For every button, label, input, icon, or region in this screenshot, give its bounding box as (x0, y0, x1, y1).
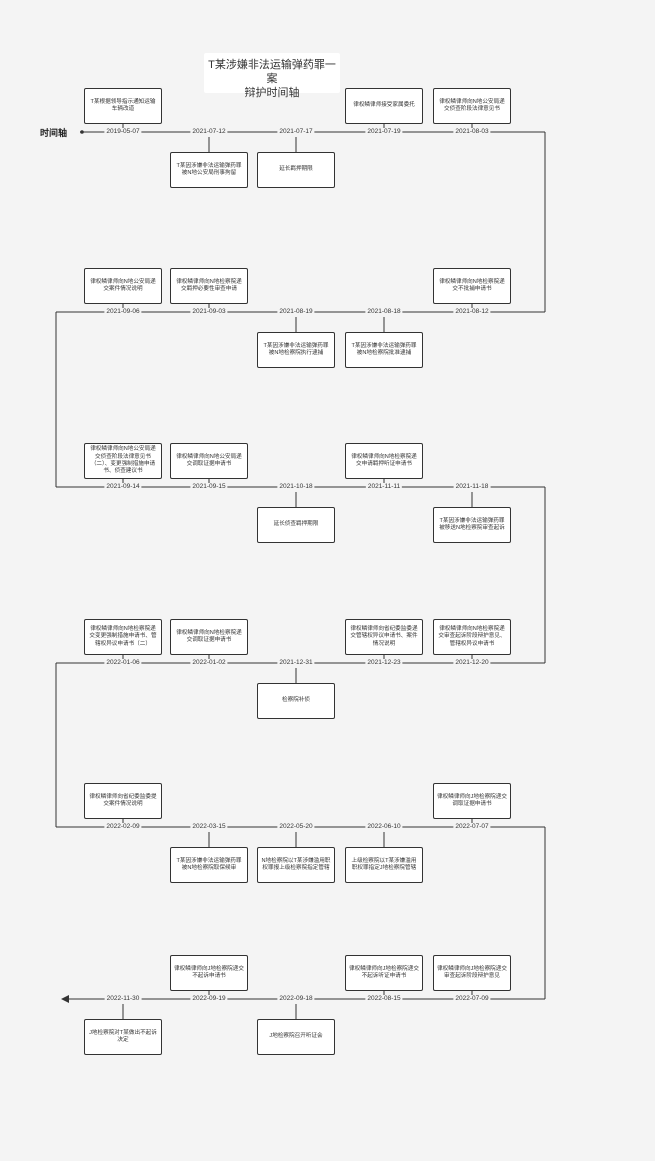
event-box-above: 律权鳞律师向N地检察院递交羁押必要性审查申请 (170, 268, 248, 304)
event-box-below: 延长羁押期限 (257, 152, 335, 188)
timeline-date: 2022-03-15 (190, 822, 228, 830)
timeline-date: 2021-08-19 (277, 307, 315, 315)
event-box-below: T某因涉嫌非法运输弹药罪被N地检察院批准逮捕 (345, 332, 423, 368)
event-box-above: 律权鳞律师向N地检察院递交申请羁押听证申请书 (345, 443, 423, 479)
event-box-below: 上级检察院以T某涉嫌滥用职权罪指定J地检察院管辖 (345, 847, 423, 883)
timeline-date: 2022-06-10 (365, 822, 403, 830)
timeline-date: 2021-07-19 (365, 127, 403, 135)
event-box-above: 律权鳞律师向省纪委监委提交案件情况说明 (84, 783, 162, 819)
timeline-date: 2022-05-20 (277, 822, 315, 830)
timeline-date: 2021-09-14 (104, 482, 142, 490)
timeline-date: 2021-09-03 (190, 307, 228, 315)
event-box-above: 律权鳞律师向J地检察院递交不起诉申请书 (170, 955, 248, 991)
timeline-date: 2022-07-09 (453, 994, 491, 1002)
event-box-above: 律权鳞律师向N地公安局递交侦查阶段法律意见书 (433, 88, 511, 124)
event-box-above: 律权鳞律师向N地公安局递交案件情况说明 (84, 268, 162, 304)
timeline-date: 2021-07-12 (190, 127, 228, 135)
timeline-date: 2021-07-17 (277, 127, 315, 135)
timeline-date: 2021-08-18 (365, 307, 403, 315)
event-box-below: T某因涉嫌非法运输弹药罪被N地检察院执行逮捕 (257, 332, 335, 368)
timeline-date: 2022-01-06 (104, 658, 142, 666)
timeline-date: 2022-07-07 (453, 822, 491, 830)
timeline-date: 2022-09-18 (277, 994, 315, 1002)
timeline-date: 2022-11-30 (104, 994, 142, 1002)
timeline-date: 2022-09-19 (190, 994, 228, 1002)
event-box-above: 律权鳞律师向N地公安局递交调取证据申请书 (170, 443, 248, 479)
timeline-start-dot (80, 130, 84, 134)
timeline-date: 2022-02-09 (104, 822, 142, 830)
timeline-date: 2022-01-02 (190, 658, 228, 666)
event-box-above: 律权鳞律师向N地检察院递交审查起诉阶段辩护意见、管辖权异议申请书 (433, 619, 511, 655)
axis-label: 时间轴 (40, 128, 68, 138)
timeline-date: 2022-08-15 (365, 994, 403, 1002)
event-box-above: 律权鳞律师向N地检察院递交调取证据申请书 (170, 619, 248, 655)
event-box-below: 检察院补侦 (257, 683, 335, 719)
timeline-date: 2021-12-23 (365, 658, 403, 666)
diagram-title: T某涉嫌非法运输弹药罪一案 辩护时间轴 (204, 53, 340, 99)
event-box-above: 律权鳞律师向J地检察院递交不起诉听证申请书 (345, 955, 423, 991)
timeline-date: 2021-08-12 (453, 307, 491, 315)
event-box-below: J地检察院召开听证会 (257, 1019, 335, 1055)
event-box-above: 律权鳞律师向省纪委监委递交管辖权异议申请书、案件情况说明 (345, 619, 423, 655)
timeline-date: 2021-09-06 (104, 307, 142, 315)
timeline-date: 2021-10-18 (277, 482, 315, 490)
timeline-date: 2021-11-18 (453, 482, 491, 490)
event-box-above: 律权鳞律师向N地检察院递交不批捕申请书 (433, 268, 511, 304)
event-box-below: 延长侦查羁押期限 (257, 507, 335, 543)
timeline-date: 2021-11-11 (365, 482, 403, 490)
timeline-date: 2021-09-15 (190, 482, 228, 490)
event-box-above: 律权鳞律师接受家属委托 (345, 88, 423, 124)
timeline-date: 2021-12-31 (277, 658, 315, 666)
event-box-below: T某因涉嫌非法运输弹药罪被N地检察院取保候审 (170, 847, 248, 883)
event-box-above: 律权鳞律师向N地公安局递交侦查阶段法律意见书（二）、变更强制措施申请书、侦查建议… (84, 443, 162, 479)
event-box-below: N地检察院以T某涉嫌滥用职权罪报上级检察院指定管辖 (257, 847, 335, 883)
event-box-above: 律权鳞律师向J地检察院递交调取证据申请书 (433, 783, 511, 819)
event-box-below: J地检察院对T某做出不起诉决定 (84, 1019, 162, 1055)
event-box-below: T某因涉嫌非法运输弹药罪被移送N地检察院审查起诉 (433, 507, 511, 543)
event-box-below: T某因涉嫌非法运输弹药罪被N地公安局刑事拘留 (170, 152, 248, 188)
timeline-date: 2019-05-07 (104, 127, 142, 135)
event-box-above: 律权鳞律师向J地检察院递交审查起诉阶段辩护意见 (433, 955, 511, 991)
event-box-above: T某根据领导指示通知运输车辆改道 (84, 88, 162, 124)
event-box-above: 律权鳞律师向N地检察院递交变更强制措施申请书、管辖权异议申请书（二） (84, 619, 162, 655)
timeline-date: 2021-08-03 (453, 127, 491, 135)
timeline-date: 2021-12-20 (453, 658, 491, 666)
